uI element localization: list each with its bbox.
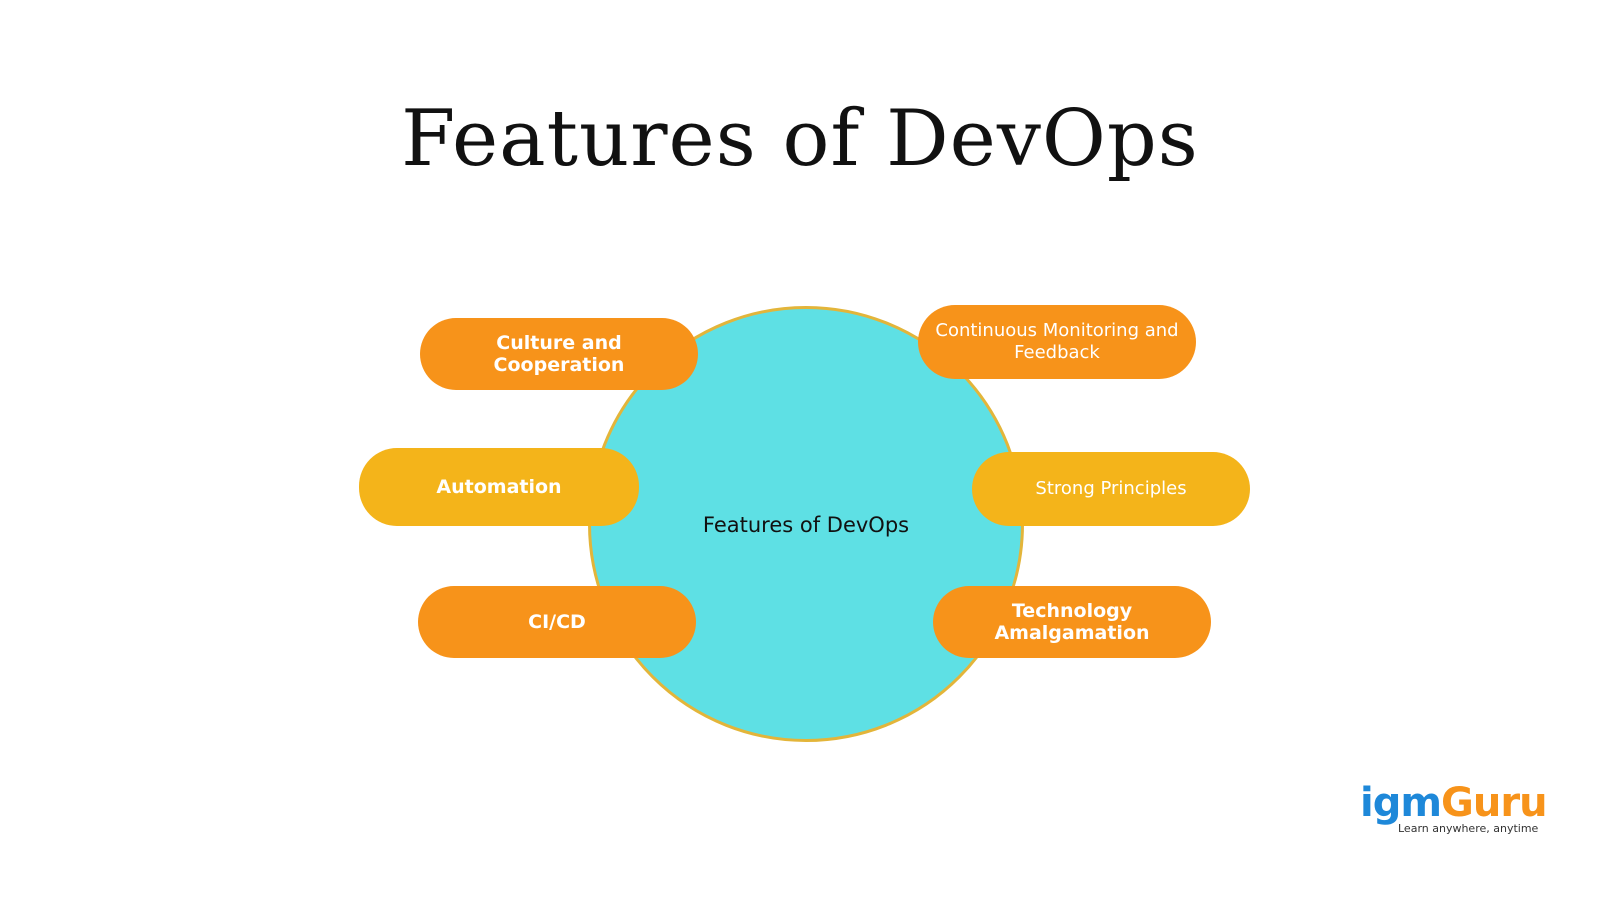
igmguru-logo: igmGuru Learn anywhere, anytime [1360,782,1550,835]
feature-label: Continuous Monitoring and Feedback [935,320,1179,363]
logo-wordmark: igmGuru [1360,782,1550,824]
feature-label: Culture and Cooperation [493,332,625,376]
central-circle-label: Features of DevOps [702,513,910,537]
logo-igm: igm [1360,780,1442,826]
logo-guru: Guru [1441,780,1548,826]
feature-label: Strong Principles [1035,478,1187,499]
feature-label: CI/CD [528,611,586,633]
feature-technology-amalgamation: Technology Amalgamation [933,586,1211,658]
feature-label: Automation [436,476,562,498]
feature-ci-cd: CI/CD [418,586,696,658]
feature-culture-and-cooperation: Culture and Cooperation [420,318,698,390]
page-title: Features of DevOps [401,94,1199,184]
feature-label: Technology Amalgamation [994,600,1150,644]
feature-strong-principles: Strong Principles [972,452,1250,526]
logo-tagline: Learn anywhere, anytime [1398,822,1539,835]
feature-automation: Automation [359,448,639,526]
feature-continuous-monitoring-and-feedback: Continuous Monitoring and Feedback [918,305,1196,379]
